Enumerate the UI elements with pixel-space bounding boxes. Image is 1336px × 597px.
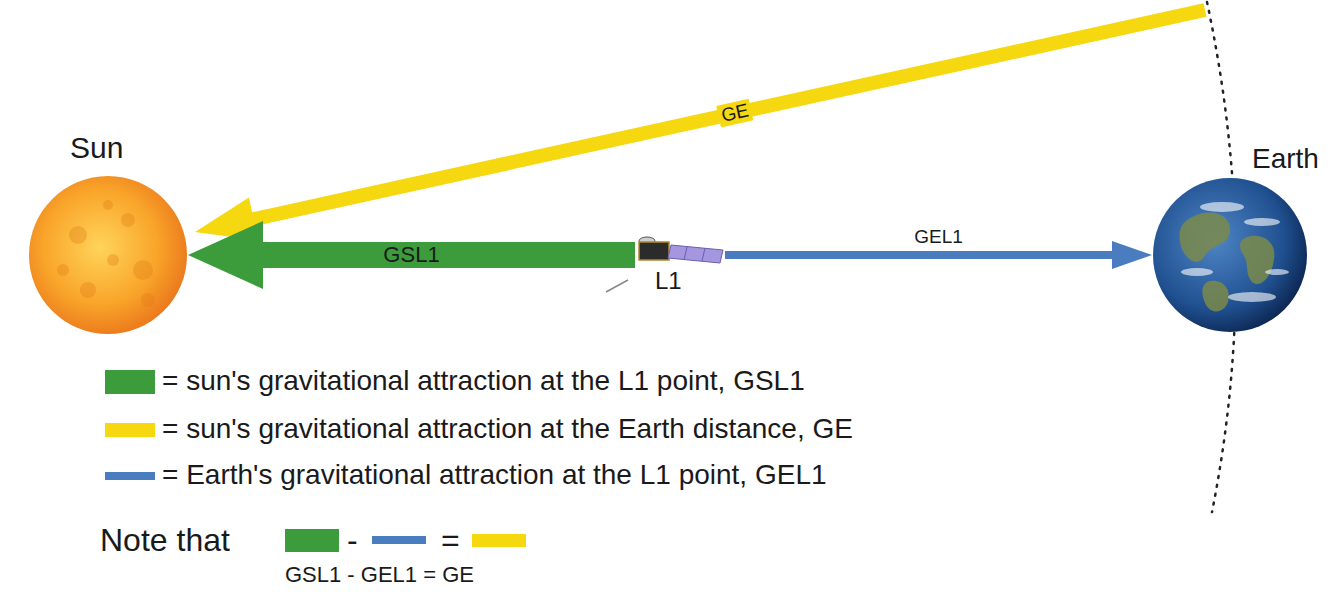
sun-texture	[121, 213, 135, 227]
sun-texture	[141, 293, 155, 307]
legend-text: = sun's gravitational attraction at the …	[162, 365, 805, 397]
sun-texture	[69, 226, 87, 244]
craft-panel-line	[702, 248, 705, 261]
earth-disc	[1153, 178, 1307, 332]
sun-circle: Sun	[28, 175, 188, 335]
earth-cloud	[1181, 268, 1213, 276]
craft-panel-line	[684, 247, 687, 260]
earth-shape	[1152, 177, 1308, 333]
sun-attraction-l1-arrow	[188, 221, 635, 289]
earth-land	[1240, 236, 1274, 284]
earth-circle: Earth	[1152, 177, 1308, 333]
sun-texture	[107, 254, 119, 266]
equation-text: GSL1 - GEL1 = GE	[285, 562, 474, 587]
earth-land	[1180, 213, 1231, 262]
earth-cloud	[1228, 292, 1276, 302]
minus-sign: -	[347, 522, 358, 559]
sun-attraction-earth-arrow	[195, 3, 1207, 240]
l1-label: L1	[655, 267, 682, 295]
yellow-sample	[472, 534, 526, 547]
craft-body	[639, 242, 669, 260]
legend-swatch	[105, 472, 155, 480]
legend-text: = Earth's gravitational attraction at th…	[162, 459, 827, 491]
force-label: GEL1	[911, 226, 966, 248]
equals-sign: =	[441, 522, 460, 559]
sun-label: Sun	[70, 131, 123, 166]
earth-cloud	[1244, 218, 1280, 226]
earth-cloud	[1200, 202, 1244, 212]
earth-land	[1202, 281, 1228, 312]
note-text: Note that	[100, 522, 230, 559]
force-label: GSL1	[380, 242, 442, 267]
legend-swatch	[105, 423, 155, 437]
blue-sample	[372, 536, 426, 544]
earth-cloud	[1265, 269, 1289, 275]
green-sample	[285, 529, 339, 552]
legend-swatch	[105, 370, 155, 394]
craft-panel	[668, 245, 723, 263]
sun-shape	[28, 175, 188, 335]
ge-label: GE	[716, 99, 753, 128]
sun-texture	[133, 260, 153, 280]
earth-label: Earth	[1252, 143, 1319, 175]
sun-disc	[29, 176, 187, 334]
legend-text: = sun's gravitational attraction at the …	[162, 413, 853, 445]
tick-mark	[606, 280, 628, 292]
sun-texture	[80, 282, 96, 298]
sun-texture	[57, 264, 69, 276]
l1-spacecraft: L1	[635, 235, 725, 275]
sun-texture	[103, 200, 113, 210]
